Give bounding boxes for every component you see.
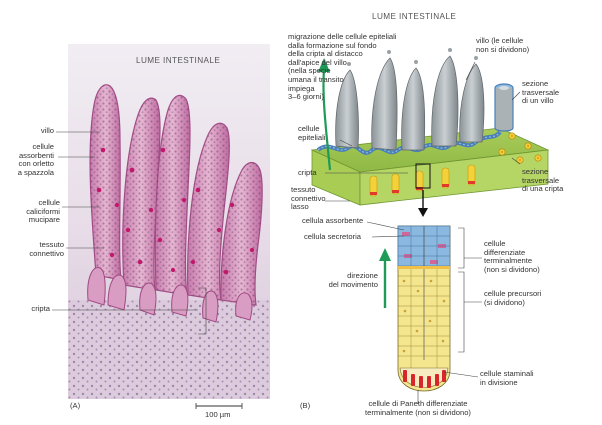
crypt-detail xyxy=(379,225,451,392)
label-precursor: cellule precursori (si dividono) xyxy=(484,289,542,307)
micrograph xyxy=(68,44,270,399)
label-secretory-cell: cellula secretoria xyxy=(304,232,361,241)
label-loose-connective: tessuto connettivo lasso xyxy=(291,185,326,212)
tissue-block-3d xyxy=(310,48,550,206)
panel-b-leaders xyxy=(325,61,521,404)
label-absorptive-a: cellule assorbenti con orletto a spazzol… xyxy=(17,142,54,177)
label-migration: migrazione delle cellule epiteliali dall… xyxy=(288,32,397,102)
label-crypt-section: sezione trasversale di una cripta xyxy=(522,167,564,194)
label-direction: direzione del movimento xyxy=(328,271,378,289)
panel-a-label: (A) xyxy=(70,401,81,410)
panel-a-title: LUME INTESTINALE xyxy=(136,56,221,65)
panel-b-title: LUME INTESTINALE xyxy=(372,12,457,21)
label-goblet-a: cellule caliciformi mucipare xyxy=(26,198,60,225)
label-differentiated: cellule differenziate terminalmente (non… xyxy=(484,239,540,274)
label-crypt-b: cripta xyxy=(298,168,317,177)
label-epithelial: cellule epiteliali xyxy=(298,124,326,142)
zoom-arrow xyxy=(418,190,428,217)
label-villus-note: villo (le cellule non si dividono) xyxy=(476,36,530,54)
panel-b-label: (B) xyxy=(300,401,311,410)
scale-bar-text: 100 µm xyxy=(205,410,231,419)
label-connective-a: tessuto connettivo xyxy=(29,240,64,258)
label-stem: cellule staminali in divisione xyxy=(480,369,534,387)
panel-a-leaders xyxy=(52,131,207,335)
label-villus-a: villo xyxy=(40,126,54,135)
label-paneth: cellule di Paneth differenziate terminal… xyxy=(365,399,471,417)
label-villus-section: sezione trasversale di un villo xyxy=(522,79,560,106)
label-crypt-a: cripta xyxy=(31,304,50,313)
label-absorptive-cell: cellula assorbente xyxy=(302,216,364,225)
